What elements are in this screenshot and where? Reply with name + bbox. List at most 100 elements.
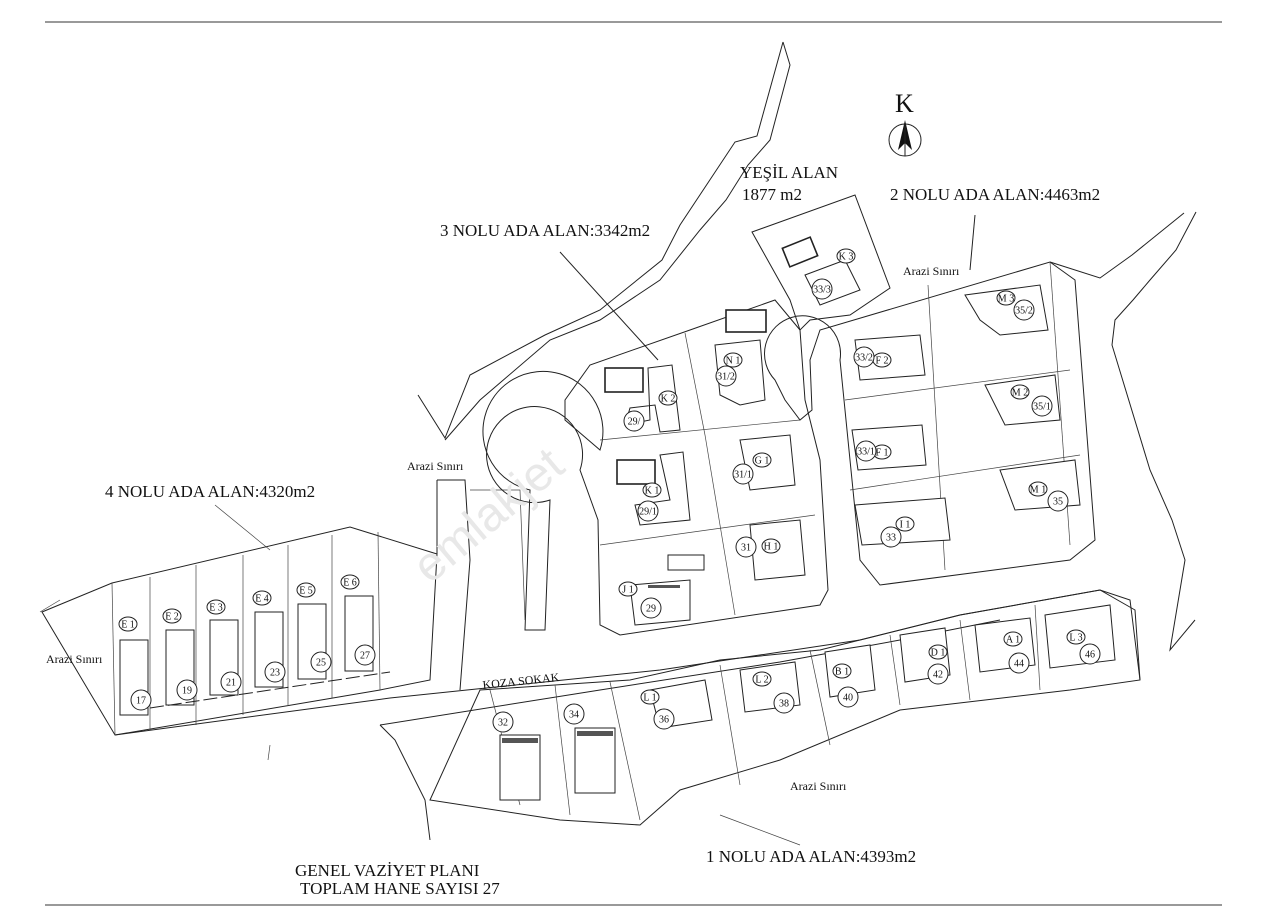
plot-code: K 1	[645, 486, 660, 497]
plot-number-badge	[837, 686, 859, 708]
plot-code: M 1	[1030, 485, 1046, 496]
plot-code-badge	[658, 390, 678, 406]
plot-number: 46	[1085, 650, 1095, 661]
plot-code: L 3	[1069, 633, 1082, 644]
plot-code-badge	[640, 689, 660, 705]
plot-code: B 1	[835, 667, 849, 678]
plot-code: E 6	[343, 578, 357, 589]
plot-code: F 2	[875, 356, 888, 367]
plot-number: 33	[886, 533, 896, 544]
plot-number-badge	[1008, 652, 1030, 674]
green-area-title: YEŞİL ALAN	[740, 163, 838, 182]
plot-number: 17	[136, 696, 146, 707]
plot-code-badge	[162, 608, 182, 624]
leader-lines	[214, 504, 801, 846]
plot-number-badge	[264, 661, 286, 683]
street-name: KOZA SOKAK	[482, 670, 560, 692]
plot-number-badge	[1013, 299, 1035, 321]
plot-code: I 1	[900, 520, 911, 531]
plot-number: 35/1	[1033, 402, 1051, 413]
plot-number: 19	[182, 686, 192, 697]
plot-number: 33/3	[813, 285, 831, 296]
boundary-label-a: Arazi Sınırı	[903, 264, 960, 278]
plot-number: 35	[1053, 497, 1063, 508]
plot-number-badge	[637, 500, 659, 522]
plot-code: D 1	[931, 648, 946, 659]
ada-2-label: 2 NOLU ADA ALAN:4463m2	[890, 185, 1100, 204]
plot-number: 33/1	[857, 447, 875, 458]
plot-code-badge	[642, 482, 662, 498]
plot-code: L 2	[755, 675, 768, 686]
plot-number: 32	[498, 718, 508, 729]
plot-code-badge	[752, 671, 772, 687]
plot-code-badge	[928, 644, 948, 660]
plot-number: 33/2	[855, 353, 873, 364]
plot-number-badge	[773, 692, 795, 714]
plot-number-badge	[653, 708, 675, 730]
plot-number-badge	[855, 440, 877, 462]
plot-code-badge	[252, 590, 272, 606]
houses-row-e	[119, 595, 391, 716]
plot-code: K 2	[661, 394, 676, 405]
plan-title: GENEL VAZİYET PLANI	[295, 861, 480, 880]
plot-number: 35/2	[1015, 306, 1033, 317]
plot-code-badge	[723, 352, 743, 368]
green-area-block	[751, 194, 891, 331]
plot-code: A 1	[1006, 635, 1020, 646]
plot-code: E 3	[209, 603, 223, 614]
plot-number: 36	[659, 715, 669, 726]
plot-number-badge	[1047, 490, 1069, 512]
plot-code-badge	[118, 616, 138, 632]
plot-number-badge	[492, 711, 514, 733]
plot-code-badge	[1028, 481, 1048, 497]
boundary-label-d: Arazi Sınırı	[790, 779, 847, 793]
plot-number-badge	[130, 689, 152, 711]
plot-number: 29/1	[639, 507, 657, 518]
plot-code-badge	[895, 516, 915, 532]
plot-code: E 4	[255, 594, 269, 605]
plot-code: E 2	[165, 612, 179, 623]
plot-code-badge	[618, 581, 638, 597]
plot-code-badge	[296, 582, 316, 598]
plot-number-badge	[1079, 643, 1101, 665]
plot-number-badge	[310, 651, 332, 673]
plot-code-badge	[836, 248, 856, 264]
north-arrow-icon	[888, 120, 922, 157]
green-area-size: 1877 m2	[742, 185, 802, 204]
plot-number-badge	[735, 536, 757, 558]
plot-number-badge	[853, 346, 875, 368]
plot-code: F 1	[875, 448, 888, 459]
plot-code: K 3	[839, 252, 854, 263]
plot-number: 44	[1014, 659, 1024, 670]
plan-subtitle: TOPLAM HANE SAYISI 27	[300, 879, 500, 898]
plot-number: 31/1	[734, 470, 752, 481]
plot-code: J 1	[622, 585, 633, 596]
plot-code-badge	[1010, 384, 1030, 400]
plot-code-badge	[761, 538, 781, 554]
plot-code-badge	[996, 290, 1016, 306]
plot-number-badge	[563, 703, 585, 725]
plot-number-badge	[811, 278, 833, 300]
plot-number-badge	[623, 410, 645, 432]
block-ada-2	[764, 261, 1096, 586]
plot-code: N 1	[726, 356, 741, 367]
plot-number: 31	[741, 543, 751, 554]
plot-number: 42	[933, 670, 943, 681]
plot-code-badge	[1066, 629, 1086, 645]
plot-number-badge	[715, 365, 737, 387]
plot-code-badge	[1003, 631, 1023, 647]
plot-code: M 3	[998, 294, 1014, 305]
plot-code: E 1	[121, 620, 135, 631]
north-letter: K	[895, 89, 914, 118]
plot-number: 29/	[628, 417, 641, 428]
plot-number-badge	[1031, 395, 1053, 417]
plot-number-badge	[927, 663, 949, 685]
plot-number-badge	[220, 671, 242, 693]
plot-number-badge	[732, 463, 754, 485]
ada-1-label: 1 NOLU ADA ALAN:4393m2	[706, 847, 916, 866]
boundary-label-c: Arazi Sınırı	[46, 652, 103, 666]
plot-code: L 1	[643, 693, 656, 704]
plot-number: 25	[316, 658, 326, 669]
ada-3-label: 3 NOLU ADA ALAN:3342m2	[440, 221, 650, 240]
